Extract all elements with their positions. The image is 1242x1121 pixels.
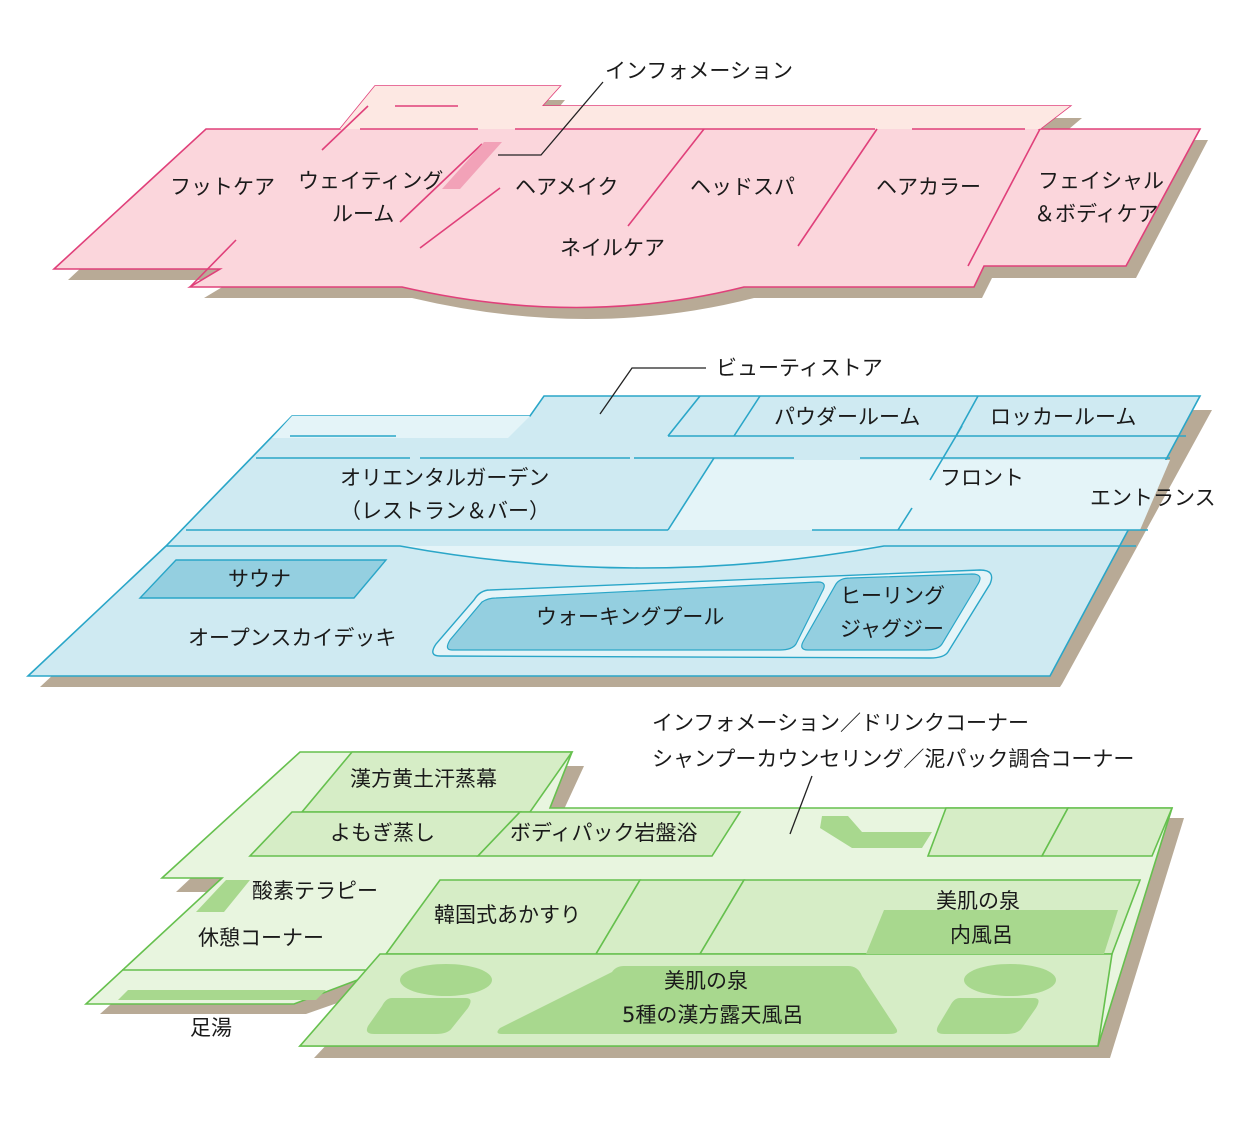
label-kanpo: 漢方黄土汗蒸幕 (350, 767, 497, 791)
healing-jacuzzi (801, 573, 981, 651)
store-leader (599, 367, 706, 415)
stone-right-2 (936, 998, 1039, 1034)
sauna-room (138, 559, 388, 599)
label-healing-2: ジャグジー (840, 617, 944, 641)
info-counter-bottom (820, 816, 932, 848)
label-outdoor-bath-2: 5種の漢方露天風呂 (622, 1003, 803, 1027)
label-akasuri: 韓国式あかすり (434, 903, 581, 927)
middle-corridor (272, 416, 530, 438)
walking-pool (446, 581, 825, 651)
label-shampoo: シャンプーカウンセリング／泥パック調合コーナー (652, 747, 1134, 771)
label-sauna: サウナ (228, 567, 291, 591)
label-head-spa: ヘッドスパ (690, 175, 795, 199)
label-foot-care: フットケア (170, 175, 275, 199)
label-ashiyu: 足湯 (190, 1016, 232, 1040)
label-waiting-room-1: ウェイティング (298, 169, 443, 193)
label-facial-2: ＆ボディケア (1034, 202, 1159, 226)
middle-front-area (668, 460, 1170, 530)
deck-curve (166, 545, 1136, 569)
label-healing-1: ヒーリング (840, 584, 945, 608)
info-leader-top (498, 81, 604, 156)
label-hair-color: ヘアカラー (876, 175, 981, 199)
oxygen-area (196, 880, 250, 912)
inner-bath-tub (866, 910, 1118, 954)
shampoo-room-b (1040, 807, 1174, 857)
label-info-drink: インフォメーション／ドリンクコーナー (652, 711, 1029, 735)
stone-left-2 (366, 998, 471, 1034)
label-locker-room: ロッカールーム (990, 405, 1136, 429)
label-open-deck: オープンスカイデッキ (188, 626, 396, 650)
label-facial-1: フェイシャル (1038, 169, 1164, 193)
label-oriental-garden-1: オリエンタルガーデン (340, 466, 549, 490)
label-rest: 休憩コーナー (198, 926, 324, 950)
label-outdoor-bath-1: 美肌の泉 (664, 969, 748, 993)
label-yomogi: よもぎ蒸し (330, 821, 435, 845)
floor-top-slab (51, 85, 1202, 309)
label-oriental-garden-2: （レストラン＆バー） (340, 499, 550, 523)
ashiyu-pool (118, 990, 326, 1000)
top-corridor (340, 86, 1070, 129)
label-walking-pool: ウォーキングプール (536, 605, 724, 629)
label-oxygen: 酸素テラピー (252, 879, 378, 903)
stone-left-1 (400, 964, 492, 996)
bodypack-room (476, 811, 742, 857)
label-body-pack: ボディパック岩盤浴 (510, 821, 698, 845)
info-leader-bottom (789, 775, 813, 835)
label-waiting-room-2: ルーム (332, 202, 394, 226)
floor-bottom: インフォメーション／ドリンクコーナー シャンプーカウンセリング／泥パック調合コー… (83, 711, 1184, 1058)
label-powder-room: パウダールーム (774, 405, 920, 429)
label-info-top: インフォメーション (605, 59, 793, 83)
floor-middle: ビューティストア パウダールーム ロッカールーム オリエンタルガーデン （レスト… (25, 356, 1216, 687)
label-inner-bath-1: 美肌の泉 (936, 889, 1020, 913)
label-front: フロント (940, 466, 1024, 490)
label-hair-make: ヘアメイク (515, 175, 619, 199)
label-beauty-store: ビューティストア (716, 356, 883, 380)
stone-right-1 (964, 964, 1056, 996)
floor-top: インフォメーション フットケア ウェイティング ルーム ヘアメイク ヘッドスパ … (51, 59, 1208, 319)
label-nail-care: ネイルケア (560, 236, 665, 260)
outdoor-bath-tub (497, 966, 898, 1034)
label-entrance: エントランス (1090, 486, 1216, 510)
info-counter-top (442, 142, 502, 189)
label-inner-bath-2: 内風呂 (950, 923, 1013, 947)
